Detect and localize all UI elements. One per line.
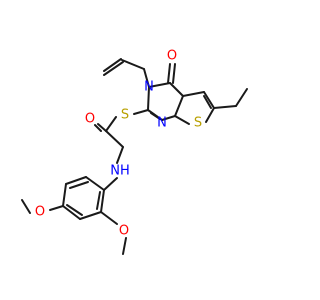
ring-nitrogen-label: N: [157, 116, 167, 131]
allyl-bond: [103, 61, 124, 76]
carbonyl-bond: [172, 63, 176, 84]
allyl-bond: [103, 58, 122, 72]
linker-bond: [105, 116, 117, 132]
carbonyl-bond: [167, 63, 171, 84]
linker-bond: [133, 109, 149, 115]
amide-carbonyl-bond: [97, 123, 107, 132]
allyl-bond: [121, 59, 145, 70]
methoxy-bond: [100, 211, 118, 225]
amide-nitrogen-label: NH: [110, 164, 130, 179]
ring-bond: [148, 82, 171, 88]
ring-bond: [96, 191, 101, 210]
methoxy-bond: [49, 205, 64, 211]
ring-bond: [147, 86, 150, 111]
ring-bond: [79, 211, 102, 220]
ortho-methoxy-oxygen-label: O: [119, 224, 129, 239]
ring-bond: [62, 183, 67, 207]
methoxy-bond: [122, 237, 127, 255]
ring-bond: [203, 91, 215, 109]
ring-bond: [203, 95, 212, 109]
ethyl-bond: [213, 105, 237, 109]
ring-bond: [174, 95, 184, 117]
ethyl-bond: [235, 88, 248, 107]
ring-bond: [174, 115, 190, 125]
ring-bond: [69, 181, 89, 189]
linker-bond: [105, 130, 124, 148]
thioether-sulfur-label: S: [121, 108, 129, 123]
ring-bond: [66, 204, 83, 216]
ring-bond: [62, 205, 81, 220]
ring-bond: [85, 176, 105, 191]
ring-carbonyl-oxygen-label: O: [167, 49, 177, 64]
ring-bond: [65, 176, 87, 185]
ring-bond: [161, 115, 176, 121]
thiophene-sulfur-label: S: [194, 116, 202, 131]
amide-bond: [116, 146, 124, 164]
ring-bond: [100, 189, 105, 213]
amide-oxygen-label: O: [85, 112, 95, 127]
ring-bond: [169, 82, 184, 97]
molecule-diagram: O N N S S O NH O O: [21, 49, 248, 255]
allyl-bond: [143, 68, 150, 88]
ring-bond: [205, 107, 215, 123]
ring-nitrogen-label: N: [144, 80, 154, 95]
amide-carbonyl-bond: [94, 124, 102, 132]
structure-canvas: O N N S S O NH O O: [21, 49, 248, 255]
amide-bond: [103, 177, 118, 191]
ring-bond: [150, 112, 161, 120]
ring-bond: [182, 91, 205, 97]
methoxy-bond: [21, 199, 31, 214]
para-methoxy-oxygen-label: O: [35, 205, 45, 220]
